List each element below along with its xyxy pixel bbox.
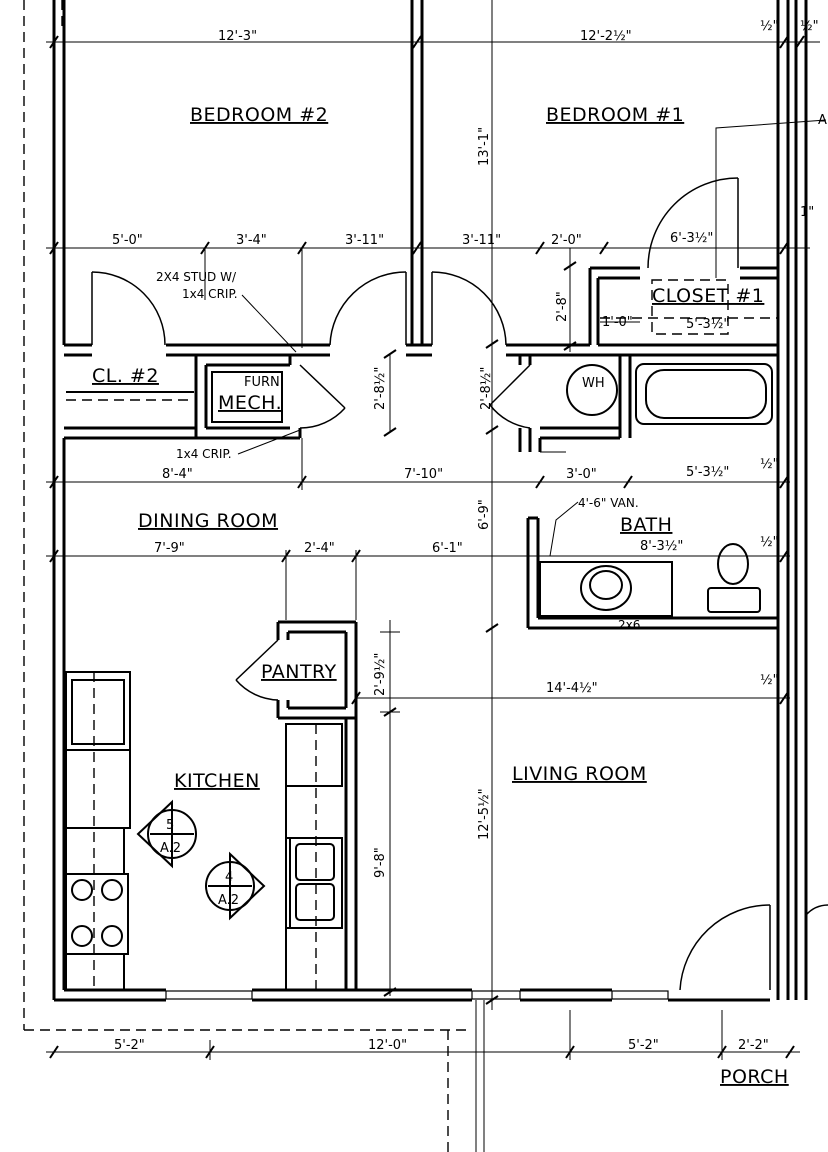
dim-12-3: 12'-3" (218, 29, 257, 44)
note-crip-top: 1x4 CRIP. (182, 287, 238, 301)
dim-half-2: ½" (800, 19, 819, 34)
dim-2-2: 2'-2" (738, 1038, 769, 1053)
dim-12-0: 12'-0" (368, 1038, 407, 1053)
section-callouts (136, 799, 266, 921)
dim-half-5: ½" (760, 673, 779, 688)
room-label-bedroom-2: BEDROOM #2 (190, 104, 328, 126)
room-label-porch: PORCH (720, 1066, 789, 1088)
callout-4-sheet: A.2 (218, 893, 239, 908)
dim-5-3-half-closet: 5'-3½" (686, 317, 729, 332)
dim-2-8: 2'-8" (555, 291, 570, 322)
dim-5-0: 5'-0" (112, 233, 143, 248)
dimension-lines (46, 0, 827, 1152)
dim-6-3-half: 6'-3½" (670, 231, 713, 246)
dim-5-3-half-bath: 5'-3½" (686, 465, 729, 480)
note-2x6: 2x6 (618, 618, 640, 632)
room-label-pantry: PANTRY (261, 661, 337, 683)
dim-2-0: 2'-0" (551, 233, 582, 248)
callout-5-number: 5 (166, 818, 174, 833)
dim-5-2-left: 5'-2" (114, 1038, 145, 1053)
dim-14-4-half: 14'-4½" (546, 681, 598, 696)
dim-9-8: 9'-8" (373, 847, 388, 878)
room-label-living: LIVING ROOM (512, 763, 647, 785)
dim-12-5-half: 12'-5½" (477, 788, 492, 840)
dim-2-4: 2'-4" (304, 541, 335, 556)
dim-7-9: 7'-9" (154, 541, 185, 556)
room-label-closet-2: CL. #2 (92, 365, 159, 387)
dim-3-0: 3'-0" (566, 467, 597, 482)
room-label-bedroom-1: BEDROOM #1 (546, 104, 684, 126)
dim-6-1: 6'-1" (432, 541, 463, 556)
callout-4-number: 4 (225, 870, 233, 885)
callout-labels: 5 A.2 4 A.2 (160, 818, 239, 908)
dim-half-3: ½" (760, 457, 779, 472)
note-callout-a: A (818, 113, 827, 128)
room-labels: BEDROOM #2 BEDROOM #1 CLOSET #1 CL. #2 M… (92, 104, 789, 1088)
room-label-kitchen: KITCHEN (174, 770, 260, 792)
dim-12-2-half: 12'-2½" (580, 29, 632, 44)
dim-7-10: 7'-10" (404, 467, 443, 482)
room-label-bath: BATH (620, 514, 672, 536)
dim-6-9: 6'-9" (477, 499, 492, 530)
furnace-label: FURN. (244, 375, 284, 390)
interior-walls (64, 0, 780, 990)
dim-2-8-half-left: 2'-8½" (373, 367, 388, 410)
dim-8-3-half: 8'-3½" (640, 539, 683, 554)
dim-3-4: 3'-4" (236, 233, 267, 248)
room-label-closet-1: CLOSET #1 (652, 285, 764, 307)
dim-3-11-right: 3'-11" (462, 233, 501, 248)
room-label-dining: DINING ROOM (138, 510, 278, 532)
dim-half-1: ½" (760, 19, 779, 34)
notes: 2X4 STUD W/ 1x4 CRIP. 1x4 CRIP. 4'-6" VA… (156, 113, 827, 632)
dim-5-2-right: 5'-2" (628, 1038, 659, 1053)
dim-13-1: 13'-1" (477, 127, 492, 166)
dim-1-0: 1'-0" (602, 315, 633, 330)
note-vanity: 4'-6" VAN. (578, 496, 639, 510)
dim-8-4: 8'-4" (162, 467, 193, 482)
dim-2-8-half-right: 2'-8½" (479, 367, 494, 410)
dim-half-4: ½" (760, 535, 779, 550)
dimension-labels: 12'-3" 12'-2½" ½" ½" 13'-1" 5'-0" 3'-4" … (112, 19, 819, 1053)
note-stud: 2X4 STUD W/ (156, 270, 237, 284)
dim-1-inch: 1" (800, 205, 814, 220)
dim-3-11-left: 3'-11" (345, 233, 384, 248)
note-crip-bottom: 1x4 CRIP. (176, 447, 232, 461)
fixtures (65, 279, 778, 991)
water-heater-label: WH (582, 376, 605, 391)
doors (91, 177, 828, 991)
callout-5-sheet: A.2 (160, 841, 181, 856)
room-label-mech: MECH. (218, 392, 282, 414)
dim-2-9-half: 2'-9½" (373, 653, 388, 696)
dashed-reference-lines (23, 0, 470, 1152)
